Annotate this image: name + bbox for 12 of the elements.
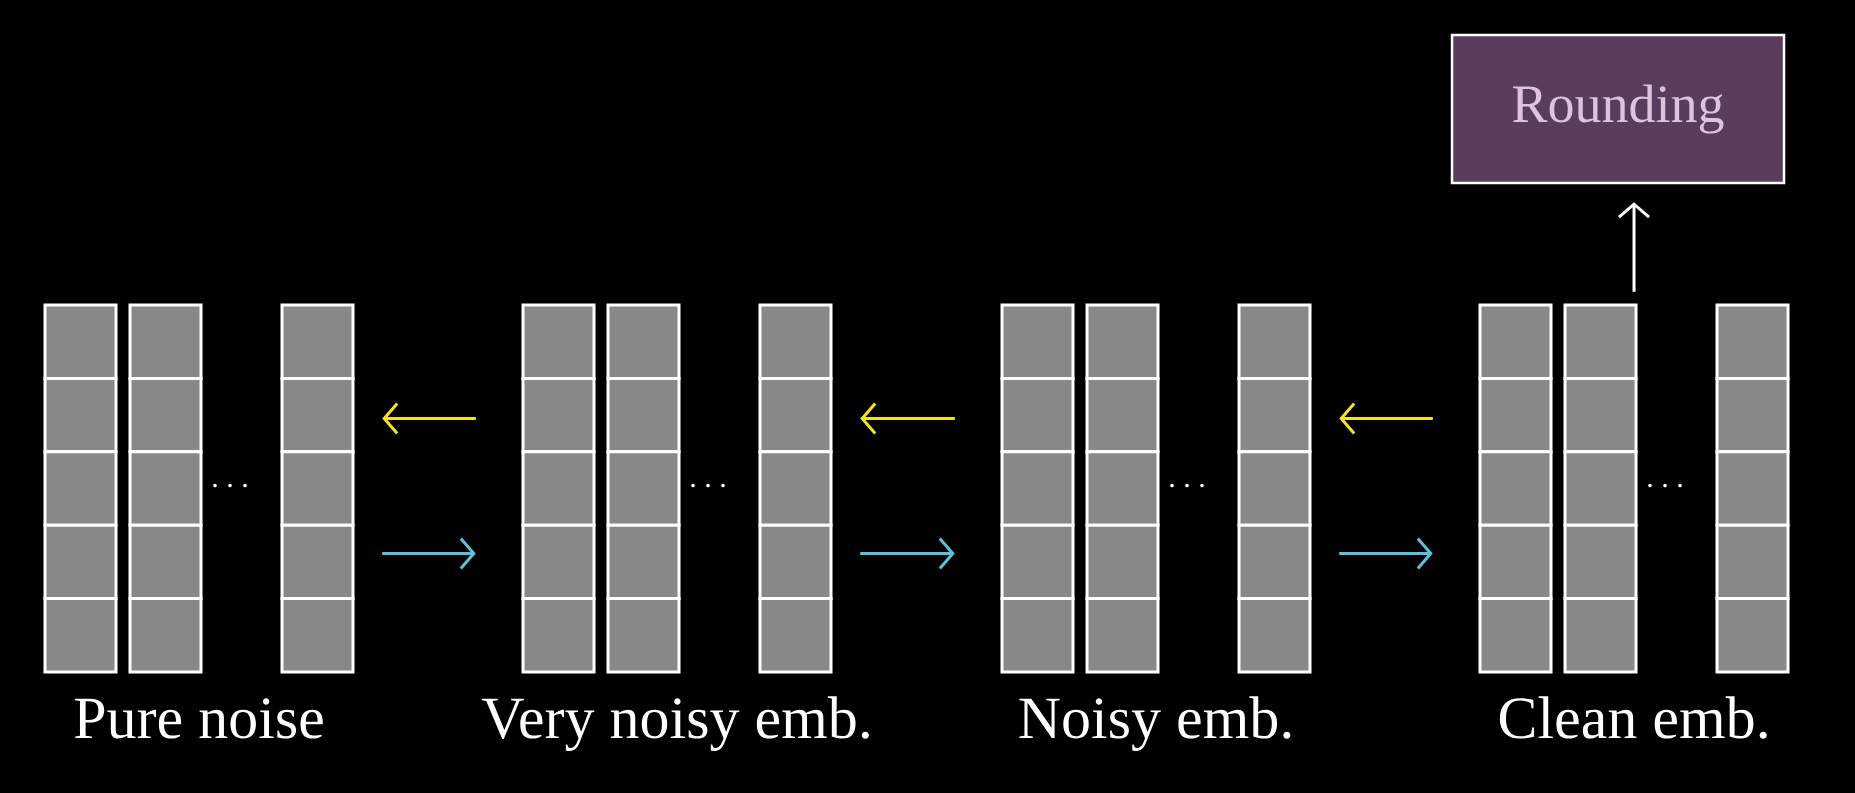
- arrow: [1618, 202, 1650, 292]
- arrow: [1339, 402, 1433, 435]
- arrow: [382, 537, 476, 570]
- arrow: [382, 402, 476, 435]
- arrow: [860, 537, 955, 570]
- arrow: [1339, 537, 1433, 570]
- arrow: [860, 402, 955, 435]
- process-box: Rounding: [1450, 33, 1786, 185]
- matrix-label: Very noisy emb.: [481, 696, 869, 751]
- matrix-label: Pure noise: [74, 698, 323, 739]
- matrix-label: Noisy emb.: [1019, 696, 1291, 751]
- matrix-label: Clean emb.: [1499, 696, 1767, 739]
